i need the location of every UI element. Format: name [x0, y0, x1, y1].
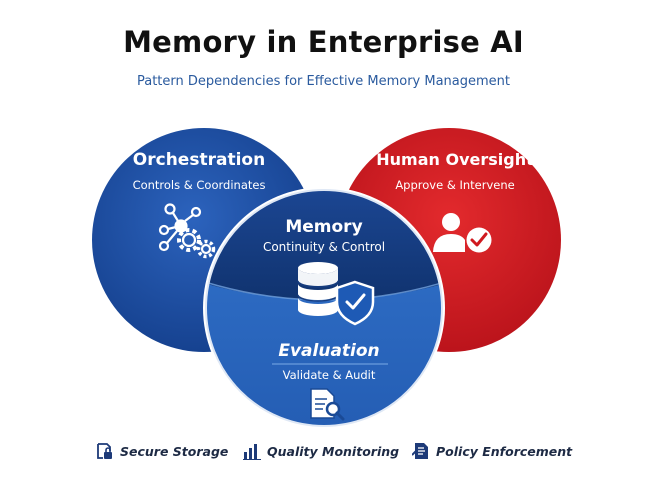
memory-subtitle: Continuity & Control	[263, 240, 385, 254]
document-search-icon	[310, 388, 345, 421]
feature-quality-monitoring: Quality Monitoring	[243, 438, 399, 464]
feature-label: Policy Enforcement	[436, 443, 573, 459]
bar-chart-icon	[243, 444, 261, 460]
feature-label: Quality Monitoring	[267, 443, 400, 459]
database-shield-icon	[297, 262, 375, 326]
page-subtitle: Pattern Dependencies for Effective Memor…	[136, 74, 511, 89]
memory-title: Memory	[285, 217, 362, 237]
feature-secure-storage: Secure Storage	[96, 438, 228, 464]
page-title: Memory in Enterprise AI	[123, 25, 524, 59]
policy-document-icon	[412, 443, 428, 459]
evaluation-title: Evaluation	[278, 341, 379, 361]
person-check-icon	[433, 213, 492, 253]
network-gear-icon	[158, 203, 216, 259]
human-oversight-title: Human Oversight	[376, 150, 534, 169]
feature-policy-enforcement: Policy Enforcement	[412, 438, 572, 464]
orchestration-subtitle: Controls & Coordinates	[133, 178, 266, 192]
features-bar: Secure Storage Quality Monitoring Policy…	[0, 438, 647, 464]
evaluation-subtitle: Validate & Audit	[283, 368, 376, 382]
human-oversight-subtitle: Approve & Intervene	[395, 178, 514, 192]
feature-label: Secure Storage	[120, 443, 229, 459]
lock-document-icon	[97, 443, 112, 459]
orchestration-title: Orchestration	[133, 150, 265, 170]
